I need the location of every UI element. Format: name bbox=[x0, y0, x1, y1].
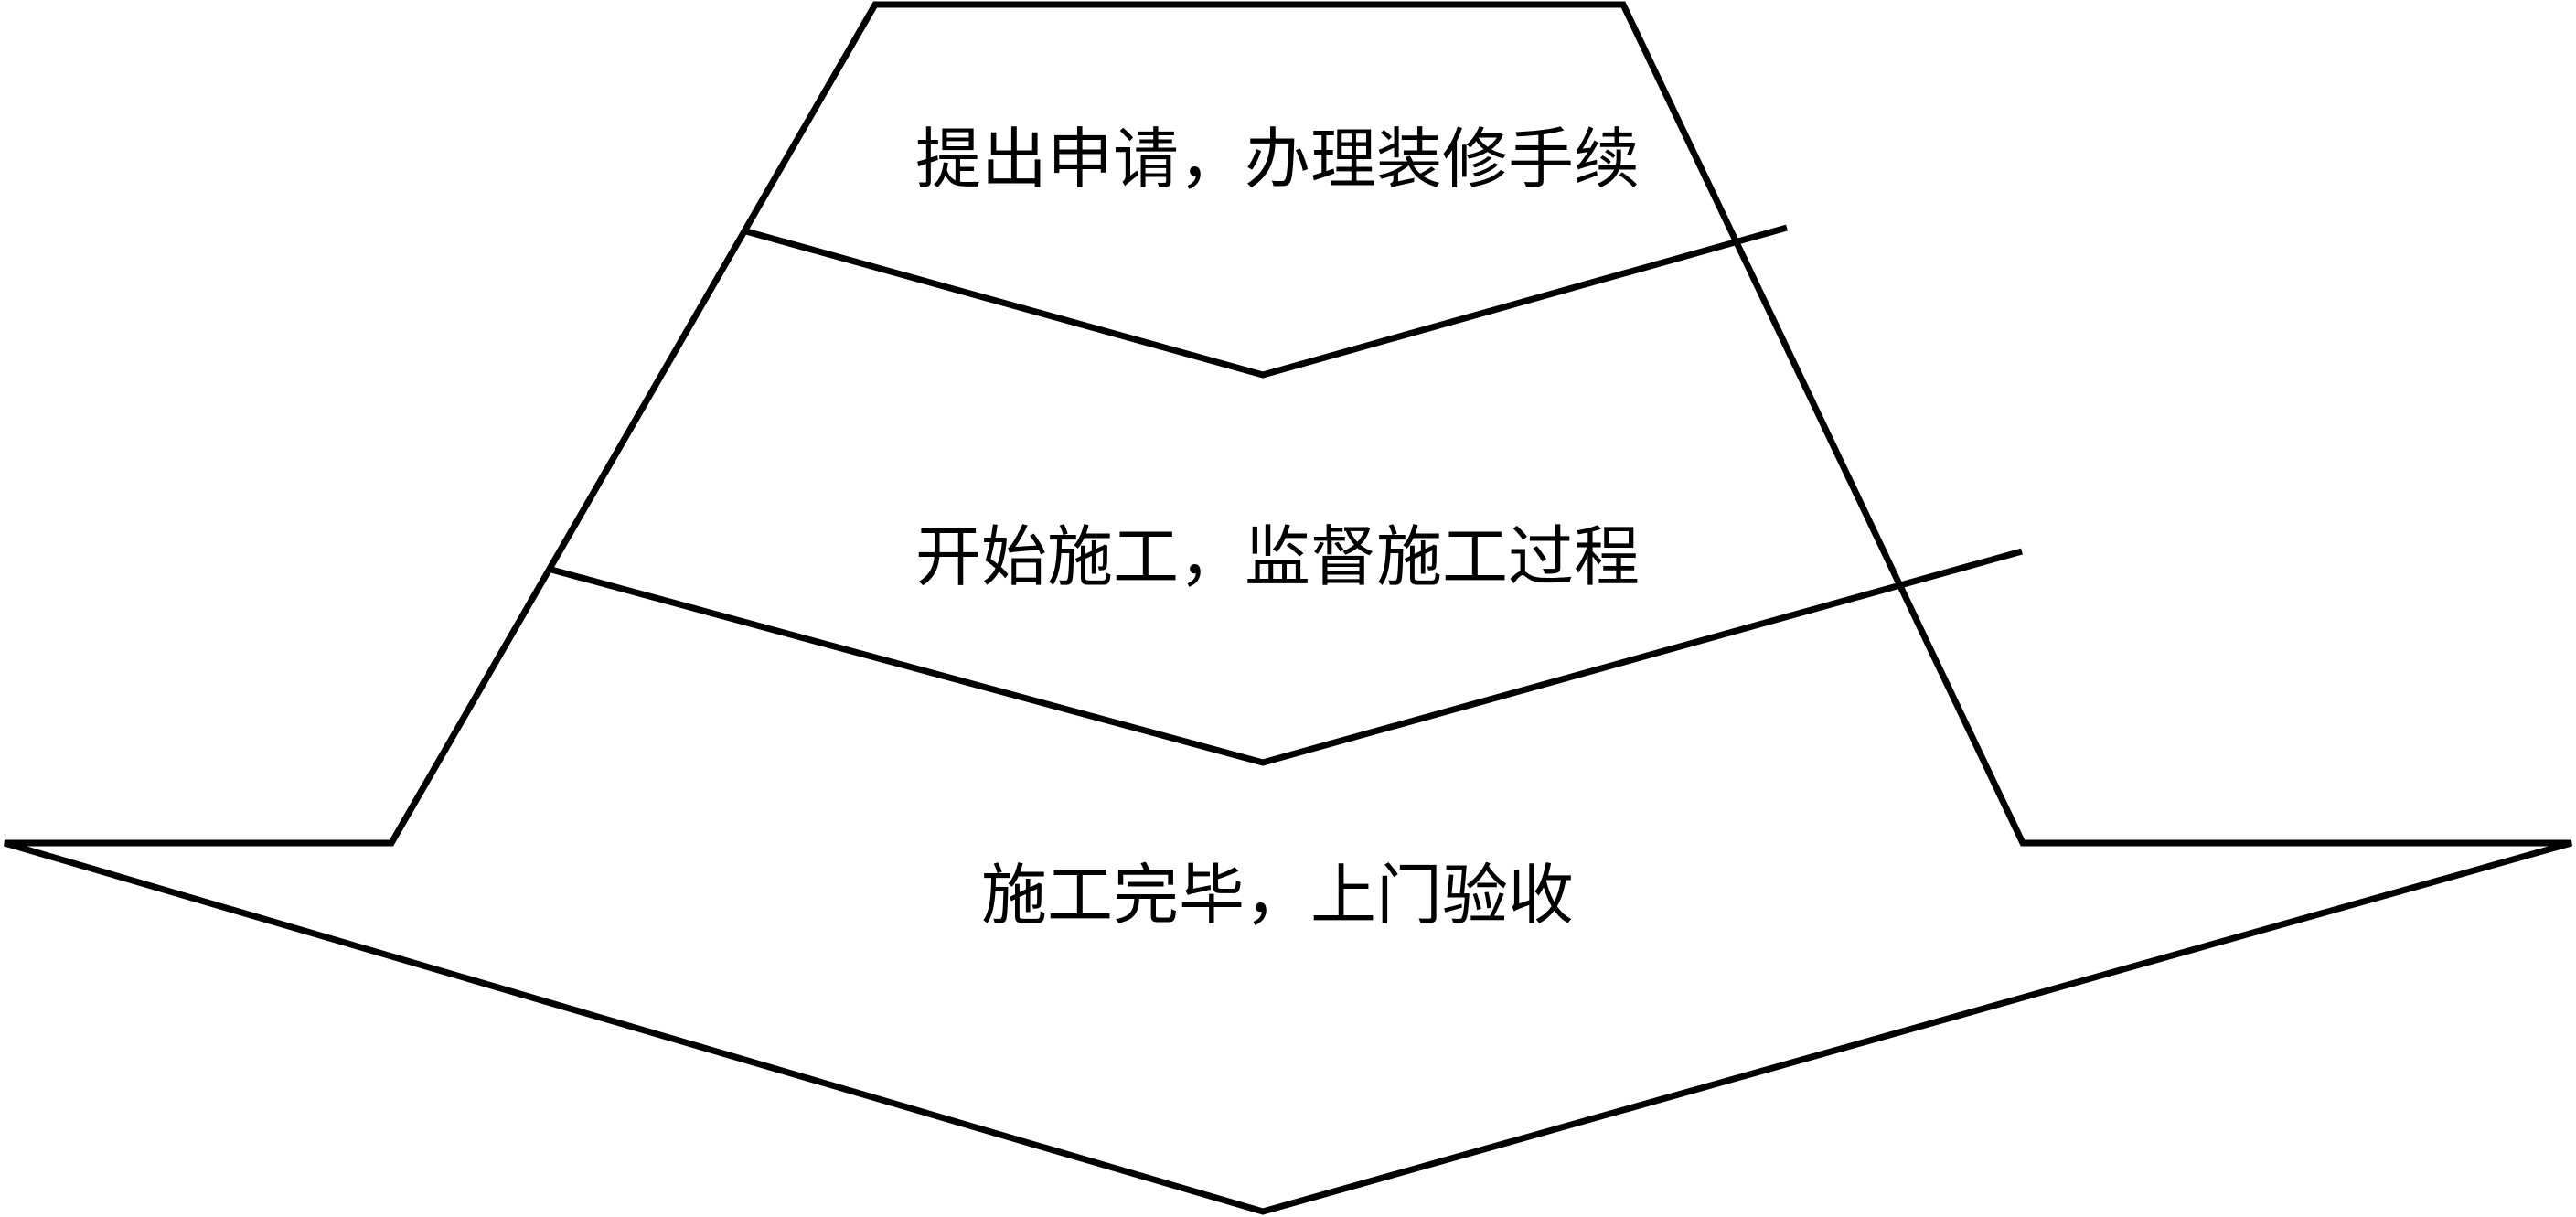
step-1-label: 提出申请，办理装修手续 bbox=[915, 121, 1640, 197]
stage-divider-1 bbox=[745, 224, 1788, 379]
stage-divider-2 bbox=[550, 548, 2023, 766]
funnel-arrow-outline bbox=[4, 1, 2572, 1215]
step-2-label: 开始施工，监督施工过程 bbox=[915, 518, 1640, 595]
step-3-label: 施工完毕，上门验收 bbox=[981, 857, 1574, 934]
